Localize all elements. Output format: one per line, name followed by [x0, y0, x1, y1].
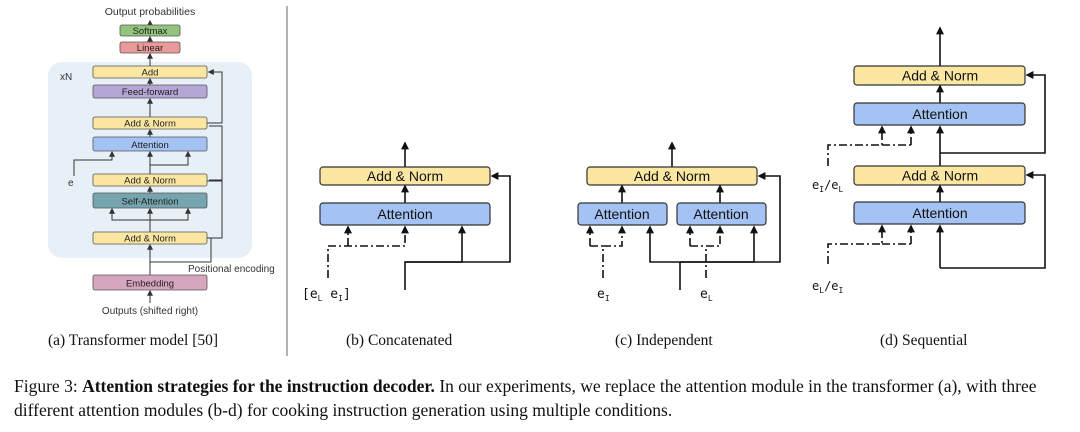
figure-caption: Figure 3: Attention strategies for the i…	[14, 374, 1070, 422]
attention-block	[319, 202, 491, 226]
softmax-label: Softmax	[133, 26, 168, 37]
embedding-label: Embedding	[126, 279, 174, 290]
linear-label: Linear	[137, 43, 163, 54]
self-attention-label: Self-Attention	[121, 197, 178, 208]
xn-label: xN	[60, 72, 72, 83]
add-norm-block	[586, 166, 758, 186]
add-norm-bottom-label: Add & Norm	[124, 234, 176, 245]
outputs-shifted-right-label: Outputs (shifted right)	[102, 306, 198, 317]
panel-a-transformer: xN Output probabilities Softmax Linear A…	[48, 6, 275, 317]
figure-caption-title: Attention strategies for the instruction…	[82, 376, 435, 396]
attention-left-block	[577, 202, 668, 226]
panel-d-sequential: Add & Norm Attention eI/eL Add & Norm At…	[812, 26, 1046, 295]
add-norm-label: Add & Norm	[367, 168, 443, 184]
caption-panel-a: (a) Transformer model [50]	[48, 332, 219, 349]
panel-c-independent: Add & Norm Attention Attention eI eL	[577, 141, 781, 303]
figure-caption-body: In our experiments, we replace the atten…	[14, 376, 1037, 420]
e-l-e-i-label: eL/eI	[812, 279, 844, 295]
attention-top-label: Attention	[912, 106, 967, 122]
feed-forward-label: Feed-forward	[122, 87, 179, 98]
e-l-label: eL	[700, 287, 713, 303]
output-probabilities-label: Output probabilities	[105, 6, 195, 18]
e-i-e-l-label: eI/eL	[812, 178, 844, 194]
attention-right-block	[676, 202, 767, 226]
attention-bottom-label: Attention	[912, 205, 967, 221]
add-norm-bottom-label: Add & Norm	[902, 168, 978, 184]
add-norm-label: Add & Norm	[634, 168, 710, 184]
attention-right-label: Attention	[693, 206, 748, 222]
add-norm-top-label: Add & Norm	[124, 119, 176, 130]
figure-number: Figure 3:	[14, 376, 83, 396]
add-label: Add	[142, 68, 159, 79]
positional-encoding-label: Positional encoding	[188, 264, 275, 275]
caption-panel-c: (c) Independent	[615, 332, 713, 349]
e-i-label: eI	[597, 287, 610, 303]
attention-top-block	[853, 102, 1026, 126]
add-norm-mid-label: Add & Norm	[124, 176, 176, 187]
panel-b-concatenated: Add & Norm Attention [eL eI]	[302, 141, 511, 303]
e-label: e	[68, 178, 74, 189]
attention-left-label: Attention	[594, 206, 649, 222]
concat-input-label: [eL eI]	[302, 287, 351, 303]
caption-panel-d: (d) Sequential	[880, 332, 968, 349]
attention-bottom-block	[853, 201, 1026, 225]
caption-panel-b: (b) Concatenated	[346, 332, 453, 349]
attention-label: Attention	[131, 140, 169, 151]
add-norm-top-label: Add & Norm	[902, 68, 978, 84]
attention-label: Attention	[377, 206, 432, 222]
